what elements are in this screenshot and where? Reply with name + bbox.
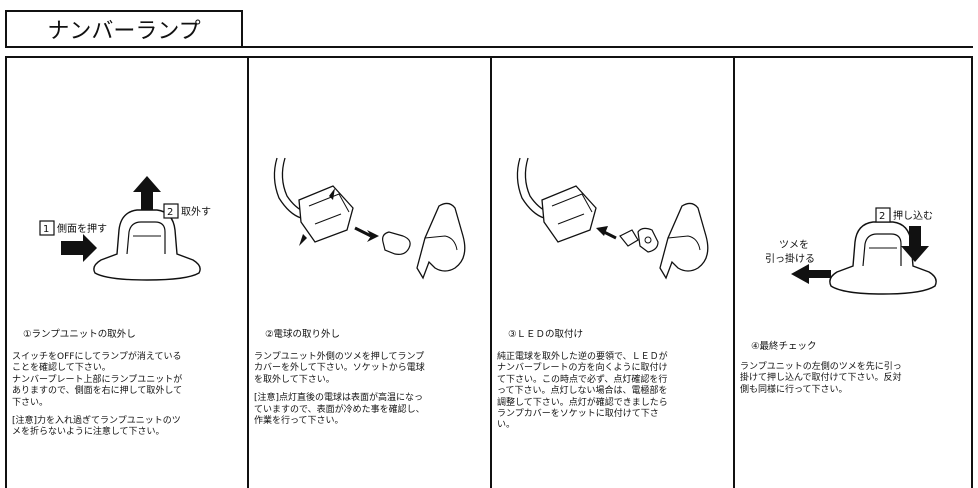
step2-paragraph: ランプユニット外側のツメを押してランプ カバーを外して下さい。ソケットから電球 …: [254, 352, 425, 385]
step-panel-3: ③ＬＥＤの取付け 純正電球を取外した逆の要領で、ＬＥＤが ナンバープレートの方を…: [490, 58, 733, 488]
step1-body: スイッチをOFFにしてランプが消えている ことを確認して下さい。 ナンバープレー…: [12, 352, 182, 446]
step2-caution: [注意]点灯直後の電球は表面が高温になっ ていますので、表面が冷めた事を確認し、…: [254, 393, 425, 427]
step4-title: ④最終チェック: [751, 341, 817, 352]
lamp-removal-illustration: 1 側面を押す 2 取外す: [39, 176, 211, 281]
step1-label2-text: 取外す: [181, 206, 211, 218]
step4-body: ランプユニットの左側のツメを先に引っ 掛けて押し込んで取付けて下さい。反対 側も…: [740, 362, 902, 403]
led-install-illustration: [516, 157, 709, 280]
steps-container: 1 側面を押す 2 取外す ①ランプユニットの取外し スイッチをOFFにしてラン…: [5, 56, 973, 488]
step4-hook-line2: 引っ掛ける: [765, 252, 815, 265]
step2-title: ②電球の取り外し: [265, 329, 341, 340]
step3-body: 純正電球を取外した逆の要領で、ＬＥＤが ナンバープレートの方を向くように取付け …: [497, 352, 668, 439]
step-panel-4: 2 押し込む ツメを 引っ掛ける ④最終チェック ランプユニットの左側のツメを先…: [733, 58, 973, 488]
step4-hook-line1: ツメを: [779, 239, 809, 251]
page-title: ナンバーランプ: [5, 10, 243, 48]
step1-title: ①ランプユニットの取外し: [23, 329, 136, 340]
step4-paragraph: ランプユニットの左側のツメを先に引っ 掛けて押し込んで取付けて下さい。反対 側も…: [740, 362, 902, 395]
header-rule: [243, 46, 973, 48]
step-panel-2: ②電球の取り外し ランプユニット外側のツメを押してランプ カバーを外して下さい。…: [247, 58, 490, 488]
step3-title: ③ＬＥＤの取付け: [508, 329, 584, 340]
step-panel-1: 1 側面を押す 2 取外す ①ランプユニットの取外し スイッチをOFFにしてラン…: [7, 58, 247, 488]
step4-label2-text: 押し込む: [893, 209, 933, 222]
step4-label2-number: 2: [879, 211, 885, 222]
step3-paragraph: 純正電球を取外した逆の要領で、ＬＥＤが ナンバープレートの方を向くように取付け …: [497, 352, 668, 431]
step1-caution: [注意]力を入れ過ぎてランプユニットのツ メを折らないように注意して下さい。: [12, 416, 181, 438]
step1-label1-text: 側面を押す: [57, 222, 107, 235]
final-check-illustration: 2 押し込む ツメを 引っ掛ける: [765, 207, 937, 295]
step1-paragraph: スイッチをOFFにしてランプが消えている ことを確認して下さい。 ナンバープレー…: [12, 352, 183, 408]
bulb-removal-illustration: [273, 157, 466, 280]
step1-label2-number: 2: [167, 207, 173, 218]
step1-label1-number: 1: [43, 224, 49, 235]
step2-body: ランプユニット外側のツメを押してランプ カバーを外して下さい。ソケットから電球 …: [254, 352, 425, 434]
